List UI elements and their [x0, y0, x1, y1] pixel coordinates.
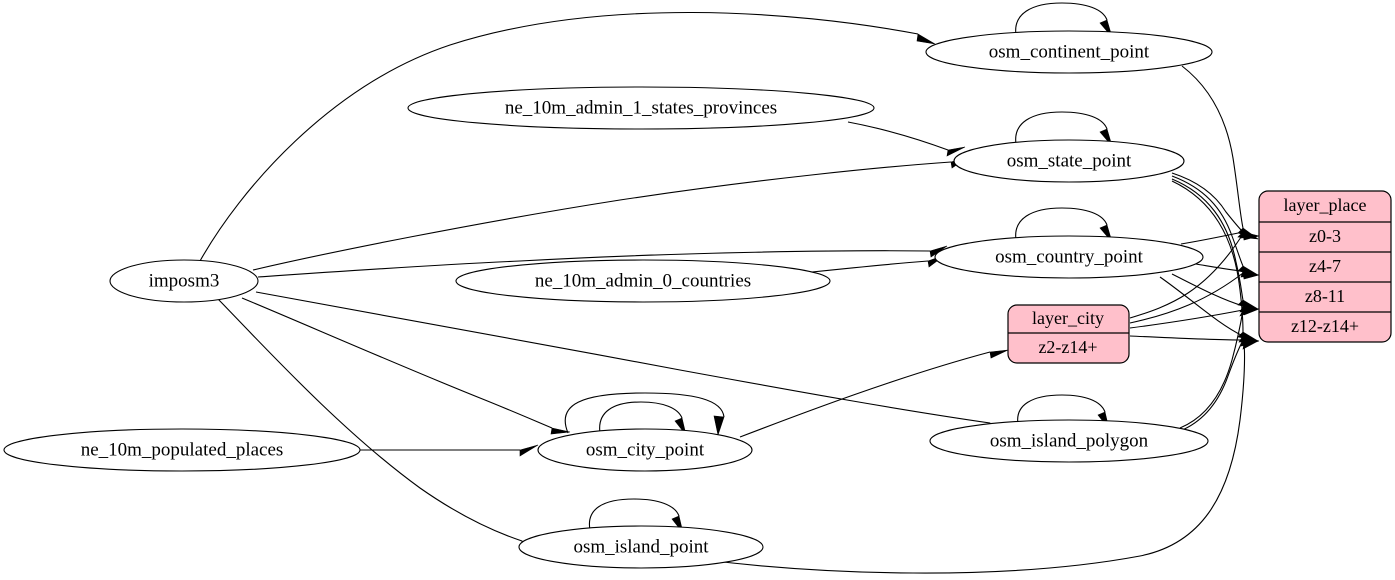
node-osm_island_point[interactable]: osm_island_point [518, 525, 764, 569]
layer_place-title: layer_place [1284, 195, 1367, 215]
edge-layer_city-to-layer_place-z4-7 [1129, 272, 1260, 324]
edge-imposm3-to-osm_state_point [252, 156, 969, 271]
edge-osm_island_polygon-to-layer_place-z12-z14 [1179, 339, 1259, 432]
layer_place-row-z8-11[interactable]: z8-11 [1305, 286, 1345, 306]
edge-osm_continent_point-to-layer_place-z0-3 [1181, 65, 1259, 240]
node-ne-states-label: ne_10m_admin_1_states_provinces [505, 97, 777, 118]
node-osm-island-polygon-label: osm_island_polygon [990, 430, 1149, 451]
edge-ne_countries-to-osm_country_point [811, 254, 946, 273]
edge-osm_city_point-to-layer_city [739, 349, 1009, 438]
node-osm_state_point[interactable]: osm_state_point [953, 139, 1185, 183]
edge-ne_populated-to-osm_city_point [360, 444, 539, 457]
node-ne_10m_populated_places[interactable]: ne_10m_populated_places [3, 428, 361, 472]
layer_place-row-z0-3[interactable]: z0-3 [1309, 226, 1341, 246]
node-ne_10m_admin_0_countries[interactable]: ne_10m_admin_0_countries [455, 259, 831, 303]
node-osm_island_polygon[interactable]: osm_island_polygon [929, 419, 1209, 463]
layer_place-row-z4-7[interactable]: z4-7 [1309, 256, 1341, 276]
node-osm_country_point[interactable]: osm_country_point [934, 235, 1204, 279]
layer_city-title: layer_city [1032, 308, 1104, 328]
node-layer_place[interactable]: layer_place z0-3 z4-7 z8-11 z12-z14+ [1258, 190, 1392, 343]
node-osm-continent-point-label: osm_continent_point [989, 41, 1150, 62]
edge-osm_city_point-self-loop-outer [564, 392, 725, 437]
node-osm-country-point-label: osm_country_point [995, 246, 1143, 267]
node-layer_city[interactable]: layer_city z2-z14+ [1007, 304, 1130, 364]
node-ne_10m_admin_1_states_provinces[interactable]: ne_10m_admin_1_states_provinces [407, 86, 875, 130]
edge-ne_states-to-osm_state_point [847, 121, 966, 157]
node-osm-city-point-label: osm_city_point [586, 439, 705, 460]
record-layer: layer_city z2-z14+ layer_place z0-3 z4-7… [1007, 190, 1392, 364]
edge-osm_island_polygon-to-layer_place-z8-11 [1179, 308, 1259, 429]
node-imposm3-label: imposm3 [149, 270, 220, 291]
node-ne-countries-label: ne_10m_admin_0_countries [535, 270, 751, 291]
node-osm_continent_point[interactable]: osm_continent_point [925, 30, 1213, 74]
node-osm-island-point-label: osm_island_point [573, 536, 709, 557]
edge-layer [199, 2, 1260, 574]
layer_place-row-z12-z14[interactable]: z12-z14+ [1291, 316, 1359, 336]
layer_city-row-z2-z14[interactable]: z2-z14+ [1038, 337, 1097, 357]
edge-osm_island_point-to-layer_place-z12-z14 [705, 340, 1259, 574]
edge-imposm3-to-osm_city_point [241, 297, 571, 435]
edge-imposm3-to-osm_continent_point [199, 11, 936, 262]
node-layer: imposm3 ne_10m_admin_1_states_provinces … [3, 30, 1213, 569]
node-imposm3[interactable]: imposm3 [109, 259, 259, 303]
edge-imposm3-to-osm_island_polygon [255, 291, 1009, 430]
edge-layer_city-to-layer_place-z0-3 [1129, 233, 1260, 319]
node-osm_city_point[interactable]: osm_city_point [537, 428, 753, 472]
edge-imposm3-to-osm_island_point [217, 298, 541, 548]
node-ne-populated-label: ne_10m_populated_places [81, 439, 284, 460]
node-osm-state-point-label: osm_state_point [1007, 150, 1132, 171]
